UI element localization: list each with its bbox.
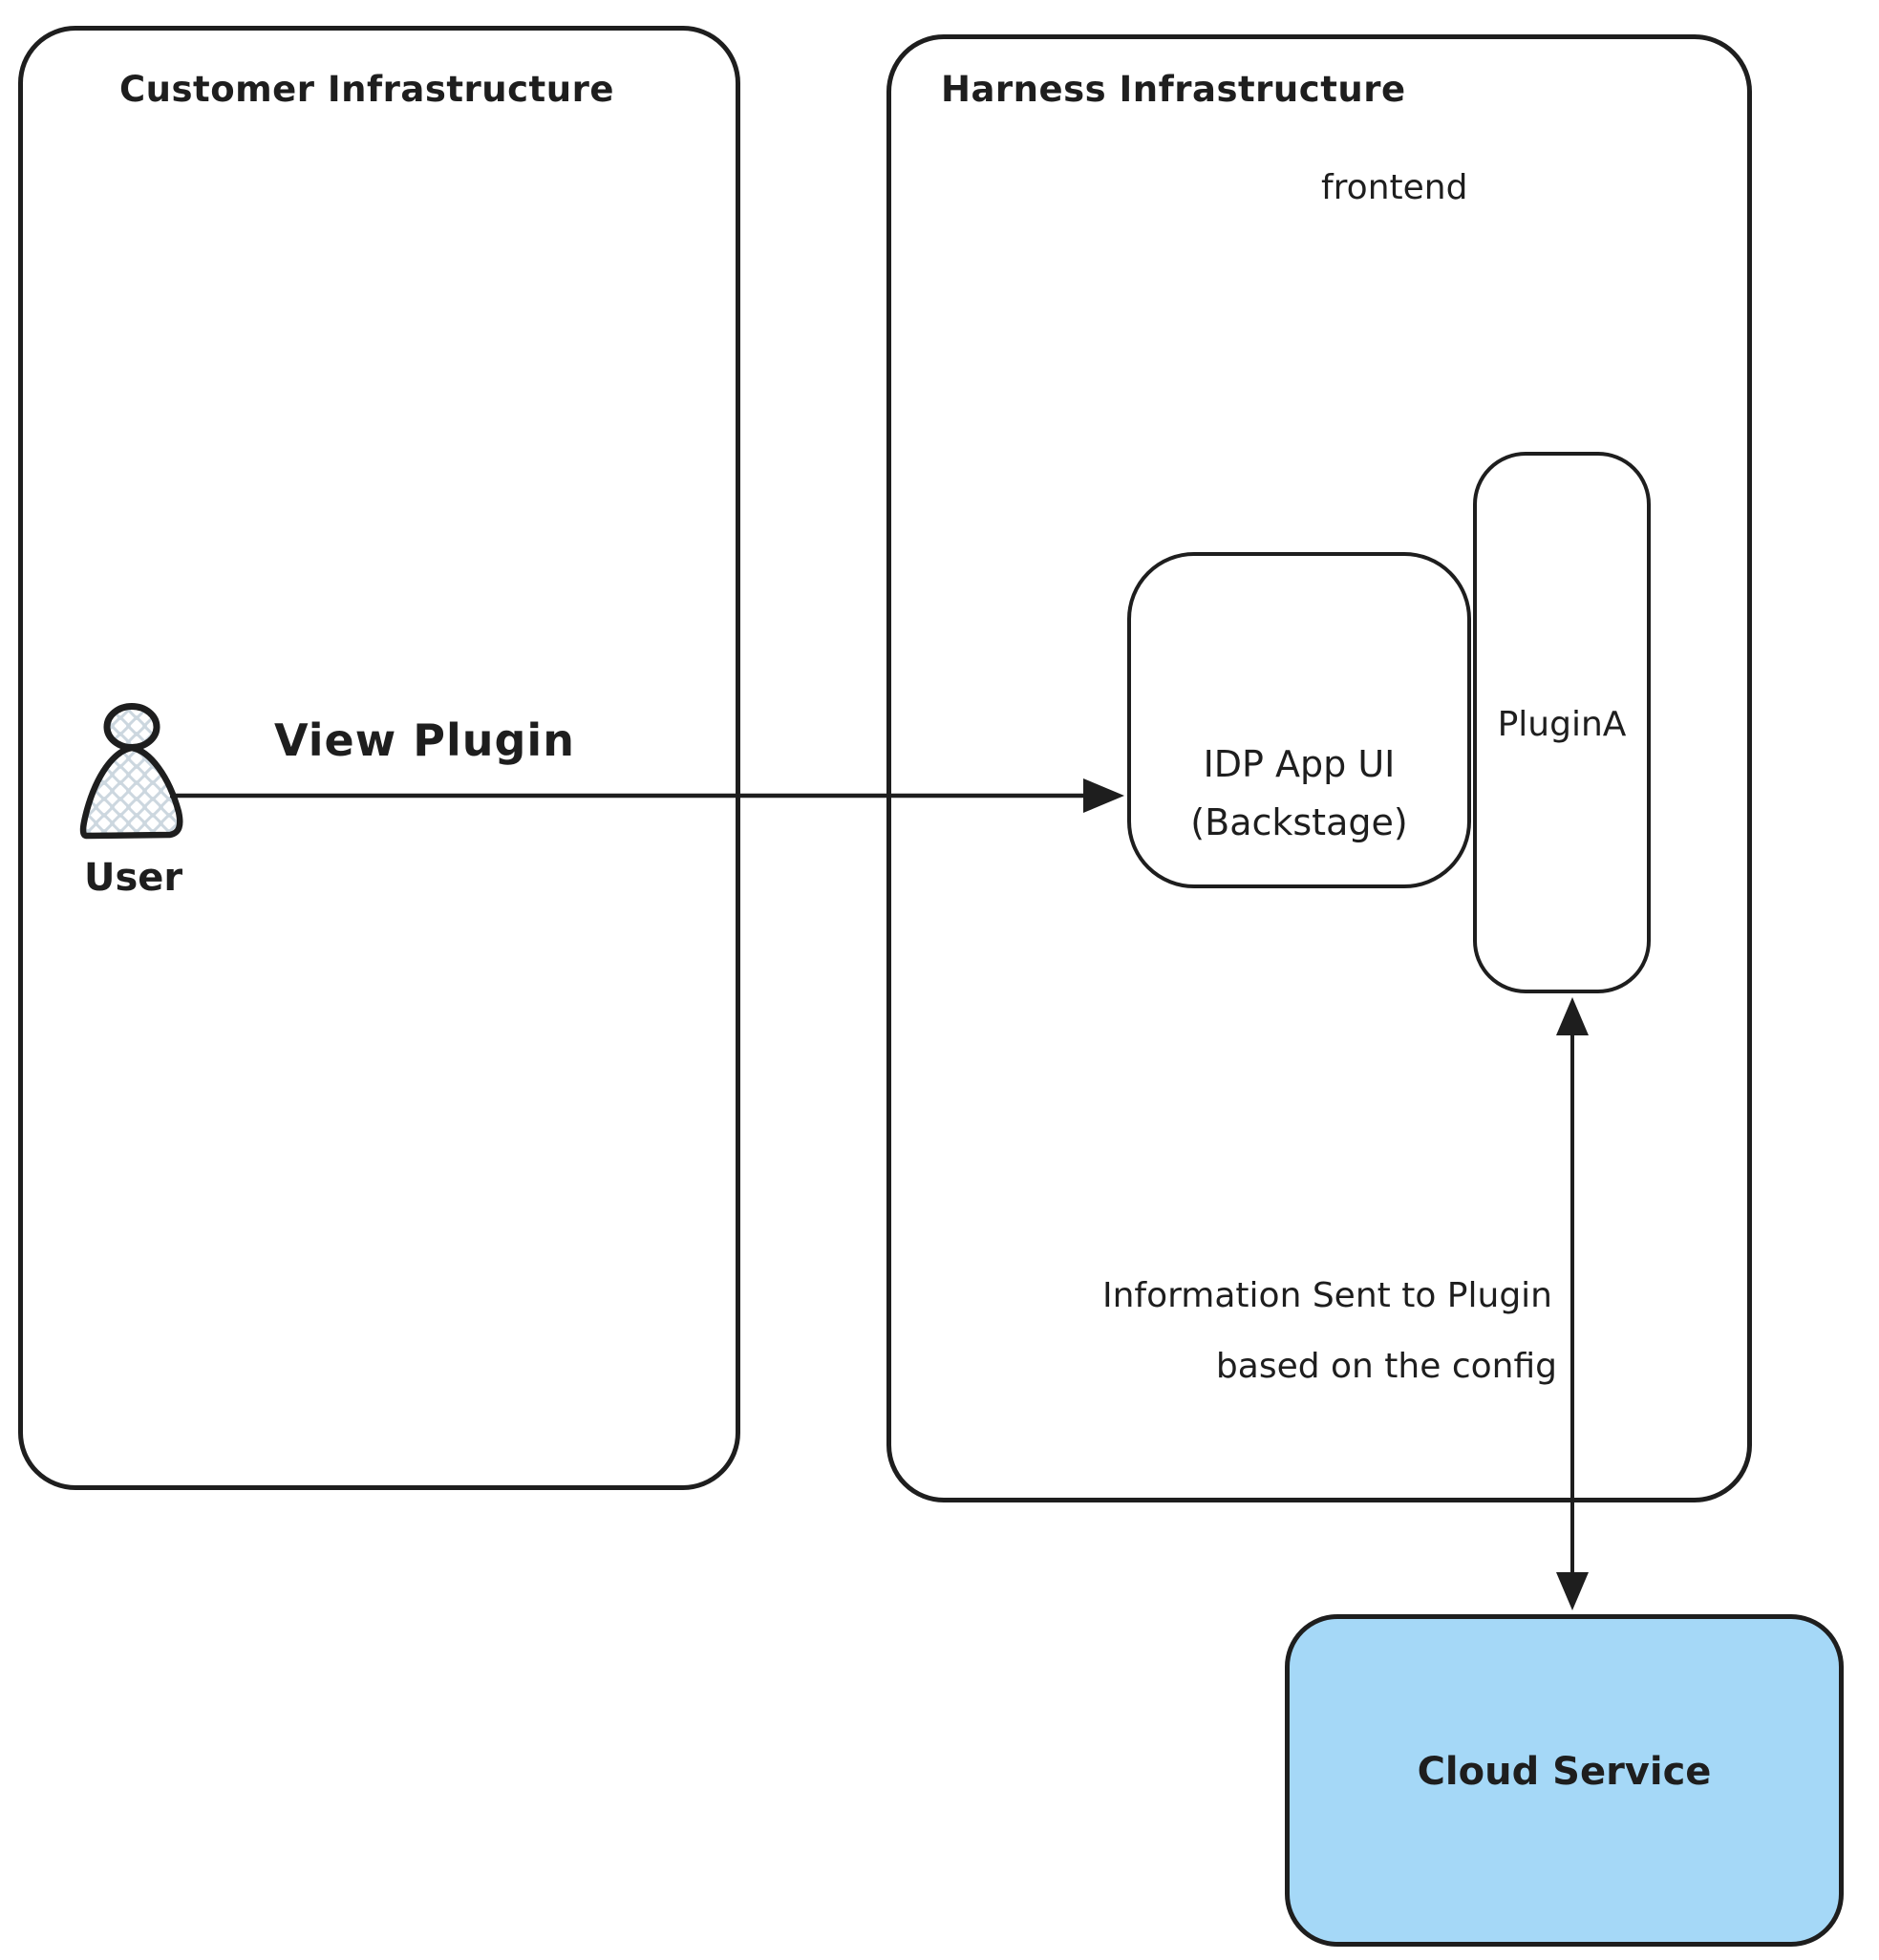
cloud-service-label: Cloud Service (1417, 1750, 1712, 1794)
cloud-service-box (1285, 1614, 1844, 1947)
idp-app-ui-label: IDP App UI (Backstage) (1127, 735, 1471, 852)
frontend-label: frontend (1321, 168, 1468, 207)
idp-app-ui-label-line2: (Backstage) (1190, 800, 1408, 843)
idp-app-ui-label-line1: IDP App UI (1203, 743, 1396, 785)
info-arrow-label-line2: based on the config (1215, 1347, 1557, 1386)
harness-infrastructure-title: Harness Infrastructure (941, 69, 1406, 110)
user-label: User (84, 856, 183, 900)
plugin-a-box (1473, 452, 1651, 993)
customer-infrastructure-title: Customer Infrastructure (119, 69, 614, 110)
idp-app-ui-box (1127, 552, 1471, 888)
plugin-cloud-arrowhead-down (1556, 1572, 1589, 1610)
view-plugin-arrow-label: View Plugin (274, 714, 575, 766)
plugin-a-label: PluginA (1497, 705, 1627, 744)
info-arrow-label-line1: Information Sent to Plugin (1102, 1276, 1552, 1315)
